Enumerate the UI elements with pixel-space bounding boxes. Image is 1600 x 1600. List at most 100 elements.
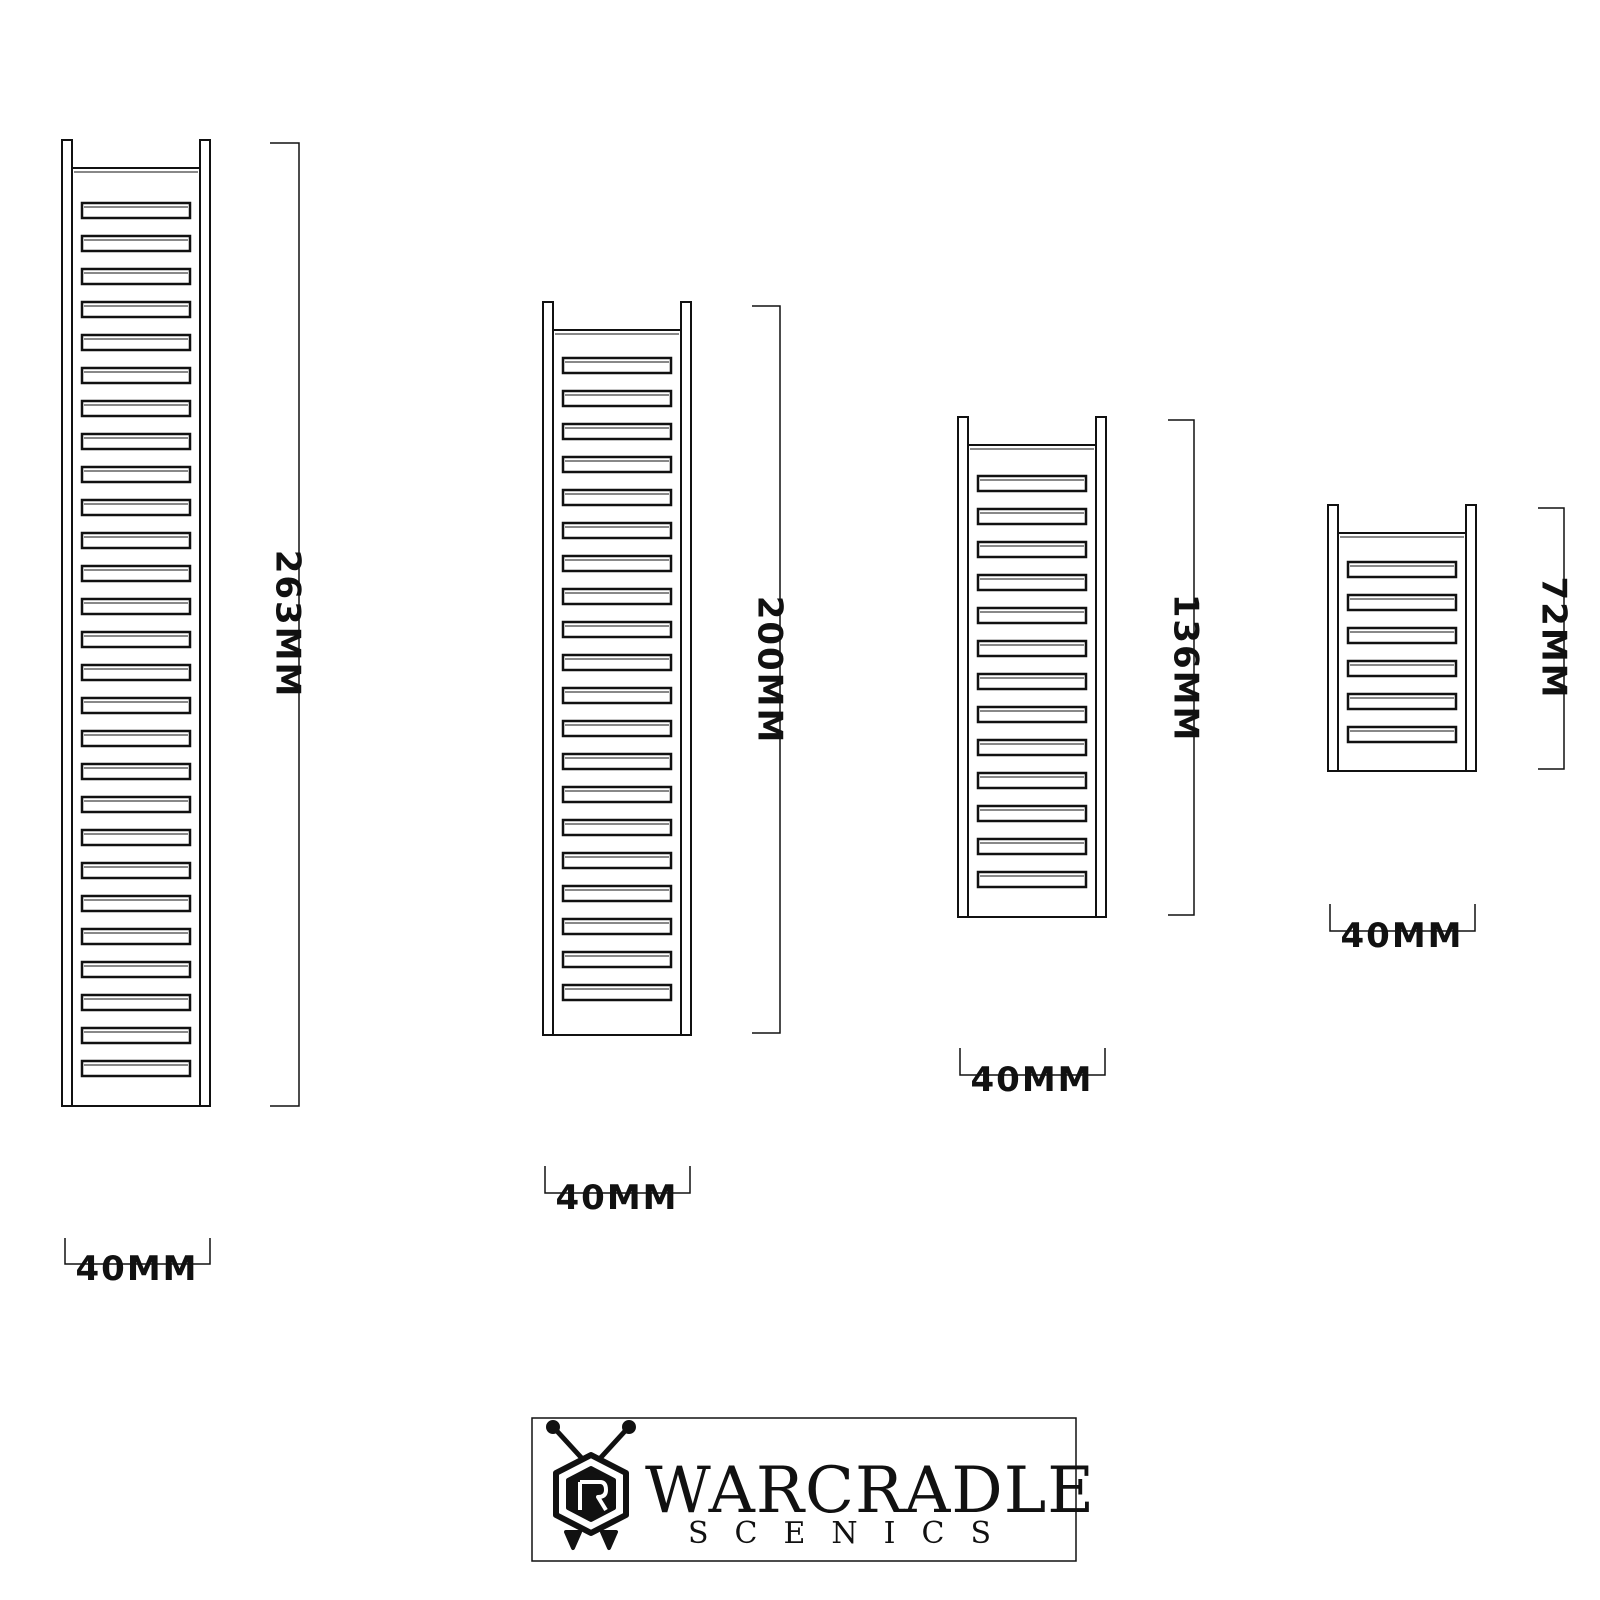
- width-dimension-ladder-2: 40MM: [544, 1166, 691, 1218]
- ladder-rung: [561, 620, 673, 639]
- ladder-rung: [80, 597, 192, 616]
- left-rail: [61, 139, 73, 1107]
- ladder-rung: [80, 531, 192, 550]
- left-rail: [1327, 504, 1339, 772]
- ladder-rung: [80, 201, 192, 220]
- ladder-rung: [1346, 626, 1458, 645]
- ladder-panel-edge: [72, 167, 200, 1107]
- warcradle-scenics-logo: WARCRADLE SCENICS: [531, 1417, 1095, 1562]
- ladder-rung: [976, 639, 1088, 658]
- height-label-200mm: 200MM: [750, 596, 790, 745]
- ladder-rung: [976, 870, 1088, 889]
- ladder-rung: [80, 630, 192, 649]
- ladder-rung: [80, 564, 192, 583]
- ladder-rung: [561, 521, 673, 540]
- ladder-rung: [80, 333, 192, 352]
- ladder-rung: [1346, 593, 1458, 612]
- ladder-panel-edge: [968, 444, 1096, 918]
- ladder-rung: [561, 356, 673, 375]
- ladder-rung: [976, 507, 1088, 526]
- ladder-rung: [561, 983, 673, 1002]
- width-dimension-ladder-3: 40MM: [959, 1048, 1106, 1100]
- ladder-rung: [1346, 725, 1458, 744]
- ladder-rung: [561, 455, 673, 474]
- ladder-rung: [561, 917, 673, 936]
- ladder-rung: [80, 267, 192, 286]
- ladder-263mm: [61, 139, 211, 1107]
- width-dimension-ladder-1: 40MM: [64, 1238, 211, 1289]
- right-rail: [1465, 504, 1477, 772]
- ladder-136mm: [957, 416, 1107, 918]
- ladder-rung: [561, 389, 673, 408]
- height-dimension-200mm: 200MM: [750, 305, 790, 1034]
- ladder-rung: [976, 837, 1088, 856]
- height-dimension-263mm: 263MM: [268, 142, 308, 1107]
- ladder-rung: [1346, 692, 1458, 711]
- width-label-ladder-1: 40MM: [76, 1249, 199, 1289]
- ladder-rung: [561, 719, 673, 738]
- left-rail: [957, 416, 969, 918]
- ladder-rung: [80, 1026, 192, 1045]
- height-label-263mm: 263MM: [268, 550, 308, 699]
- ladder-rung: [561, 884, 673, 903]
- logo-subtitle-text: SCENICS: [688, 1516, 1017, 1551]
- ladder-rung: [80, 498, 192, 517]
- left-rail: [542, 301, 554, 1036]
- right-rail: [680, 301, 692, 1036]
- height-label-136mm: 136MM: [1166, 594, 1206, 743]
- ladder-rung: [561, 950, 673, 969]
- ladder-rung: [80, 432, 192, 451]
- ladder-rung: [976, 738, 1088, 757]
- ladder-rung: [80, 663, 192, 682]
- ladder-rung: [80, 1059, 192, 1078]
- ladder-rung: [80, 960, 192, 979]
- ladder-rung: [80, 828, 192, 847]
- crossed-swords-shield-icon: [546, 1420, 636, 1550]
- ladder-panel-edge: [1338, 532, 1466, 772]
- ladder-rung: [80, 300, 192, 319]
- ladder-rung: [561, 587, 673, 606]
- ladder-rung: [80, 729, 192, 748]
- ladder-rung: [976, 474, 1088, 493]
- ladder-rung: [561, 554, 673, 573]
- ladder-rung: [1346, 560, 1458, 579]
- ladder-rung: [80, 993, 192, 1012]
- height-dimension-136mm: 136MM: [1166, 419, 1206, 916]
- right-rail: [199, 139, 211, 1107]
- ladder-rung: [976, 771, 1088, 790]
- ladder-rung: [561, 686, 673, 705]
- ladder-panel-edge: [553, 329, 681, 1036]
- ladder-rung: [80, 927, 192, 946]
- ladder-rung: [976, 540, 1088, 559]
- ladder-rung: [80, 696, 192, 715]
- ladder-rung: [80, 366, 192, 385]
- ladder-rung: [976, 573, 1088, 592]
- ladder-rung: [80, 399, 192, 418]
- ladder-rung: [561, 851, 673, 870]
- ladder-rung: [80, 894, 192, 913]
- width-label-ladder-3: 40MM: [971, 1060, 1094, 1100]
- ladder-rung: [561, 785, 673, 804]
- ladder-rung: [976, 606, 1088, 625]
- ladder-rung: [976, 705, 1088, 724]
- height-label-72mm: 72MM: [1534, 577, 1574, 700]
- ladder-rung: [80, 795, 192, 814]
- ladder-72mm: [1327, 504, 1477, 772]
- ladder-rung: [80, 465, 192, 484]
- ladder-rung: [976, 672, 1088, 691]
- right-rail: [1095, 416, 1107, 918]
- width-dimension-ladder-4: 40MM: [1329, 904, 1476, 956]
- ladder-rung: [80, 762, 192, 781]
- logo-brand-text: WARCRADLE: [645, 1454, 1095, 1528]
- ladder-rung: [976, 804, 1088, 823]
- ladder-rung: [561, 752, 673, 771]
- ladder-rung: [80, 234, 192, 253]
- ladder-rung: [561, 653, 673, 672]
- width-label-ladder-4: 40MM: [1341, 916, 1464, 956]
- height-dimension-72mm: 72MM: [1534, 507, 1574, 770]
- ladder-rung: [1346, 659, 1458, 678]
- width-label-ladder-2: 40MM: [556, 1178, 679, 1218]
- ladder-200mm: [542, 301, 692, 1036]
- ladder-rung: [561, 488, 673, 507]
